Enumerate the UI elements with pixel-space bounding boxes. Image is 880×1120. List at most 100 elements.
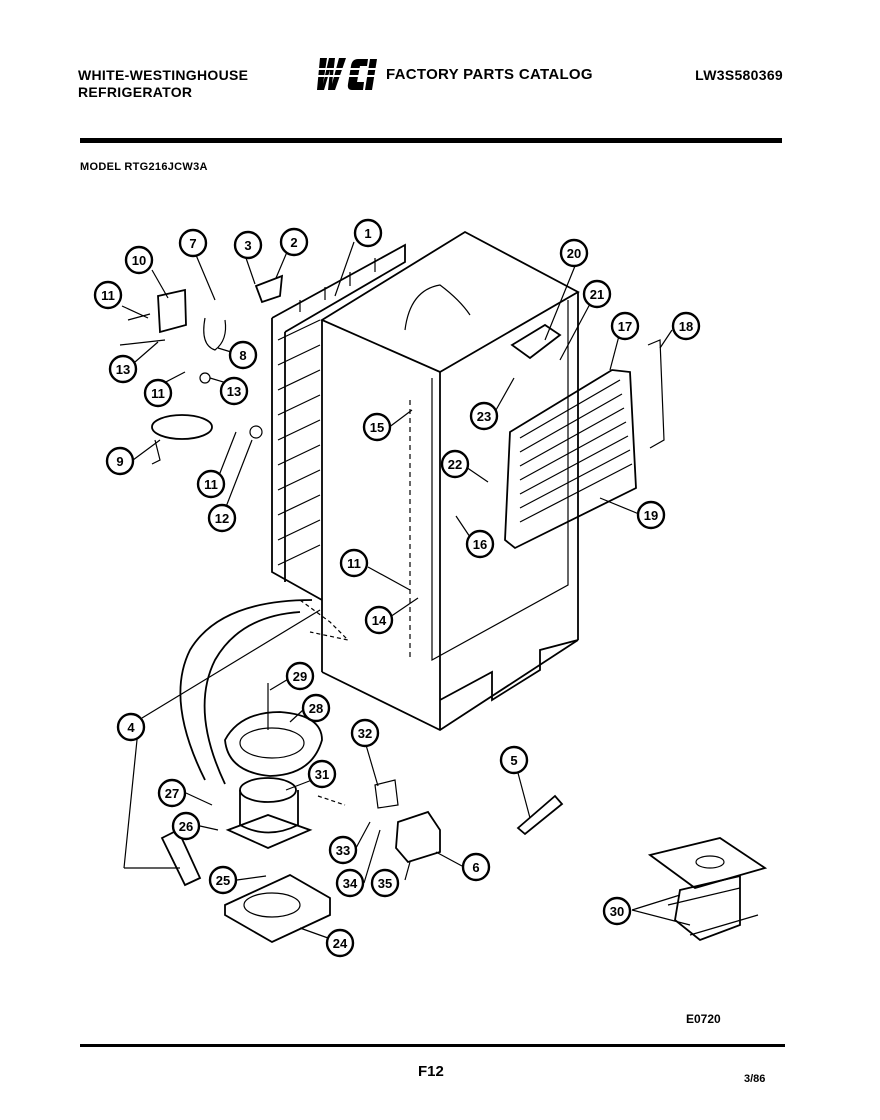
- catalog-title: FACTORY PARTS CATALOG: [386, 65, 593, 83]
- callout-label: 29: [293, 669, 307, 684]
- callout-34: 34: [335, 868, 365, 898]
- callout-30: 30: [602, 896, 632, 926]
- header-rule: [80, 138, 782, 143]
- catalog-number: LW3S580369: [695, 67, 783, 83]
- callout-label: 35: [378, 876, 392, 891]
- callout-label: 10: [132, 253, 146, 268]
- callout-label: 23: [477, 409, 491, 424]
- issue-date: 3/86: [744, 1073, 766, 1085]
- callout-11b: 11: [143, 378, 173, 408]
- inset-compressor-drawing: [647, 837, 768, 942]
- callout-label: 17: [618, 319, 632, 334]
- callout-28: 28: [301, 693, 331, 723]
- compressor-drawing: [160, 683, 564, 944]
- product-type: REFRIGERATOR: [78, 84, 193, 100]
- callout-26: 26: [171, 811, 201, 841]
- callout-label: 22: [448, 457, 462, 472]
- callout-29: 29: [285, 661, 315, 691]
- callout-label: 33: [336, 843, 350, 858]
- callout-5: 5: [499, 745, 529, 775]
- callout-label: 8: [239, 348, 246, 363]
- page-number: F12: [418, 1063, 444, 1080]
- callout-label: 21: [590, 287, 604, 302]
- callout-25: 25: [208, 865, 238, 895]
- callout-label: 28: [309, 701, 323, 716]
- callout-13a: 13: [108, 354, 138, 384]
- callout-17: 17: [610, 311, 640, 341]
- callout-6: 6: [461, 852, 491, 882]
- callout-label: 11: [347, 556, 361, 571]
- callout-32: 32: [350, 718, 380, 748]
- callout-19: 19: [636, 500, 666, 530]
- callout-label: 1: [364, 226, 371, 241]
- callout-2: 2: [279, 227, 309, 257]
- callout-label: 14: [372, 613, 387, 628]
- callout-4: 4: [116, 712, 146, 742]
- callout-label: 11: [101, 288, 115, 303]
- callout-1: 1: [353, 218, 383, 248]
- callout-label: 18: [679, 319, 693, 334]
- callout-11d: 11: [339, 548, 369, 578]
- callout-16: 16: [465, 529, 495, 559]
- callout-label: 15: [370, 420, 384, 435]
- callout-label: 4: [127, 720, 135, 735]
- brand-name: WHITE-WESTINGHOUSE: [78, 67, 249, 83]
- callout-22: 22: [440, 449, 470, 479]
- callout-3: 3: [233, 230, 263, 260]
- callout-label: 9: [116, 454, 123, 469]
- callout-8: 8: [228, 340, 258, 370]
- callout-11c: 11: [196, 469, 226, 499]
- condenser-coil-drawing: [271, 243, 406, 601]
- callout-label: 32: [358, 726, 372, 741]
- callout-label: 20: [567, 246, 581, 261]
- callout-13b: 13: [219, 376, 249, 406]
- footer-rule: [80, 1044, 785, 1047]
- callout-label: 31: [315, 767, 329, 782]
- callout-20: 20: [559, 238, 589, 268]
- callout-label: 13: [227, 384, 241, 399]
- callout-label: 3: [244, 238, 251, 253]
- callout-15: 15: [362, 412, 392, 442]
- callout-label: 24: [333, 936, 348, 951]
- callout-label: 25: [216, 873, 230, 888]
- catalog-heading: FACTORY PARTS CATALOG: [314, 56, 593, 92]
- callout-label: 11: [204, 477, 218, 492]
- callout-33: 33: [328, 835, 358, 865]
- model-number: MODEL RTG216JCW3A: [80, 161, 208, 173]
- callout-label: 34: [343, 876, 358, 891]
- leader-lines: [121, 241, 691, 939]
- callout-label: 7: [189, 236, 196, 251]
- callout-label: 13: [116, 362, 130, 377]
- callout-35: 35: [370, 868, 400, 898]
- callout-9: 9: [105, 446, 135, 476]
- callout-label: 12: [215, 511, 229, 526]
- callout-21: 21: [582, 279, 612, 309]
- callout-label: 11: [151, 386, 165, 401]
- small-parts-drawing: [119, 274, 284, 465]
- callout-label: 16: [473, 537, 487, 552]
- drawing-reference-code: E0720: [686, 1012, 721, 1026]
- evaporator-drawing: [504, 323, 665, 550]
- drain-tube-drawing: [179, 599, 350, 785]
- callout-31: 31: [307, 759, 337, 789]
- callout-label: 2: [290, 235, 297, 250]
- callout-11a: 11: [93, 280, 123, 310]
- brand-block: WHITE-WESTINGHOUSE REFRIGERATOR: [78, 67, 248, 101]
- callout-23: 23: [469, 401, 499, 431]
- callout-14: 14: [364, 605, 394, 635]
- callout-label: 19: [644, 508, 658, 523]
- callout-label: 27: [165, 786, 179, 801]
- cabinet-drawing: [320, 230, 580, 732]
- callout-12: 12: [207, 503, 237, 533]
- callout-label: 6: [472, 860, 479, 875]
- callout-label: 5: [510, 753, 517, 768]
- callout-label: 26: [179, 819, 193, 834]
- callout-27: 27: [157, 778, 187, 808]
- callout-7: 7: [178, 228, 208, 258]
- wci-logo-icon: [314, 58, 378, 90]
- callout-24: 24: [325, 928, 355, 958]
- callout-10: 10: [124, 245, 154, 275]
- callout-18: 18: [671, 311, 701, 341]
- callout-label: 30: [610, 904, 624, 919]
